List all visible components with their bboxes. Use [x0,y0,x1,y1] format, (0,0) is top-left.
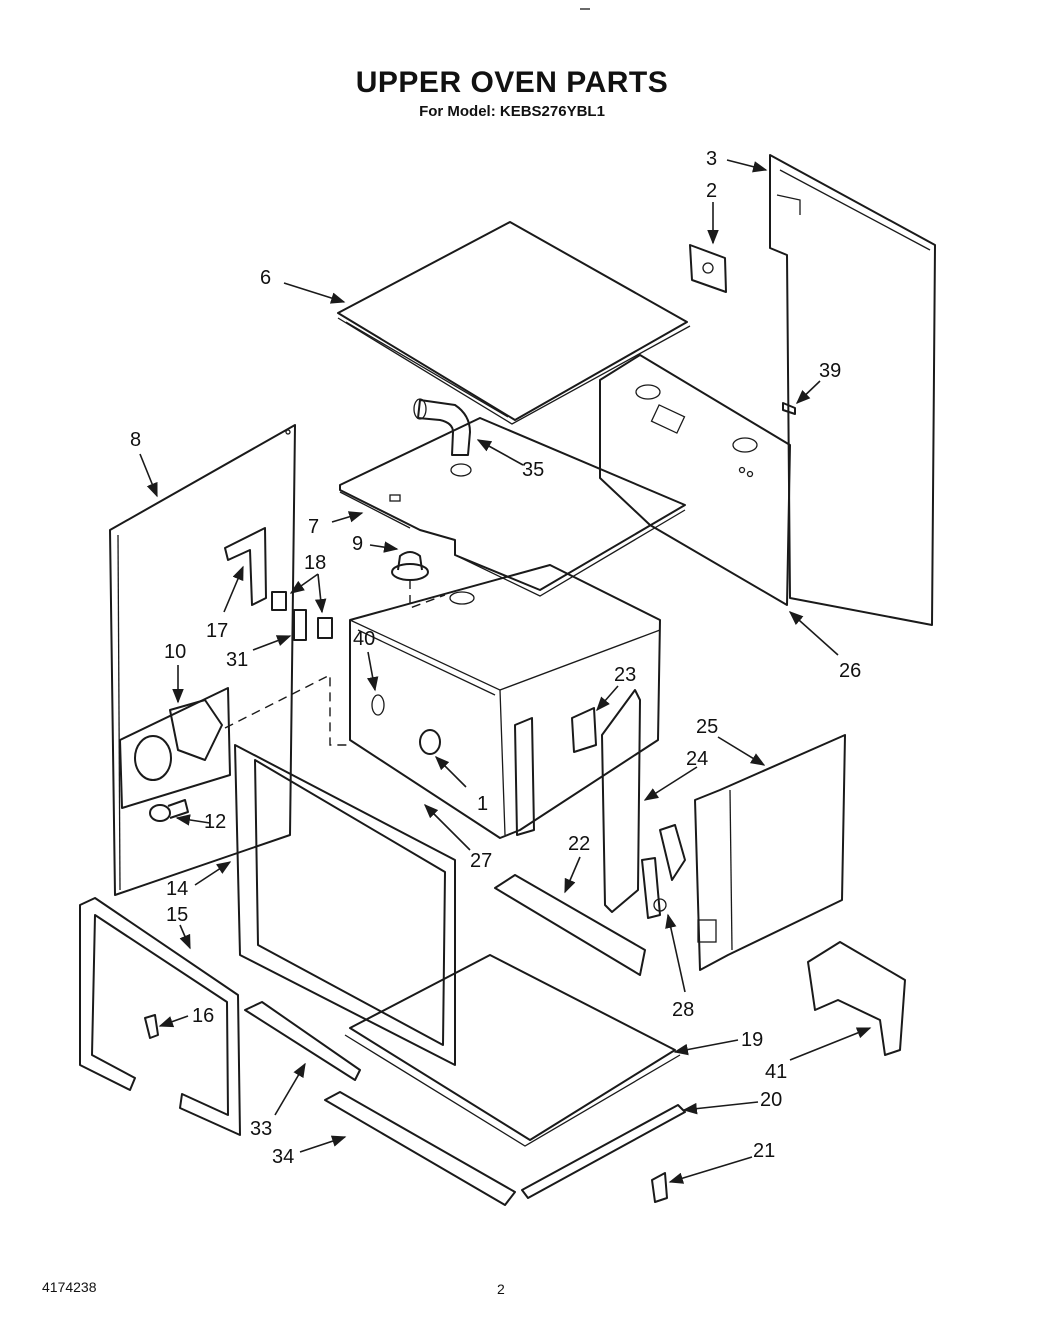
part-23-bracket [571,707,597,753]
part-19-bottom-panel [344,954,681,1147]
sensor-guide-line [409,580,446,610]
part-14-door-frame [234,744,456,1066]
callout-labels: 3 2 6 39 8 35 7 9 18 17 31 40 10 23 26 2… [130,148,861,1168]
callout-26: 26 [839,660,861,682]
callout-16: 16 [192,1005,214,1027]
callout-35: 35 [522,459,544,481]
part-35-vent-tube [413,398,472,477]
callout-22: 22 [568,833,590,855]
callout-1: 1 [477,793,488,815]
callout-7: 7 [308,516,319,538]
part-1-knob [419,729,441,755]
callout-31: 31 [226,649,248,671]
part-8-left-panel [109,424,296,896]
callout-33: 33 [250,1118,272,1140]
callout-3: 3 [706,148,717,170]
callout-9: 9 [352,533,363,555]
callout-19: 19 [741,1029,763,1051]
part-31-switch [293,609,307,641]
light-guide-line [224,673,350,746]
callout-15: 15 [166,904,188,926]
part-15-gasket [79,897,241,1136]
part-26-side-panel [599,354,791,606]
callout-2: 2 [706,180,717,202]
callout-6: 6 [260,267,271,289]
part-25-side-panel [694,734,846,971]
callout-14: 14 [166,878,188,900]
part-21-small-bracket [651,1172,668,1203]
part-10-light-assembly [119,687,231,809]
callout-20: 20 [760,1089,782,1111]
callout-8: 8 [130,429,141,451]
part-39-clip [782,402,796,415]
callout-39: 39 [819,360,841,382]
callout-23: 23 [614,664,636,686]
callout-34: 34 [272,1146,294,1168]
callout-18: 18 [304,552,326,574]
callout-41: 41 [765,1061,787,1083]
callout-24: 24 [686,748,708,770]
callout-21: 21 [753,1140,775,1162]
page-title: UPPER OVEN PARTS [355,66,669,99]
part-12-bulb [149,799,189,822]
part-28-hinge [641,824,686,919]
callout-27: 27 [470,850,492,872]
cavity-side-bracket [514,717,535,836]
part-33-bottom-strip [244,1001,361,1081]
part-16-clip [144,1014,159,1039]
part-41-bracket [807,941,906,1056]
part-6-top-cover [337,221,691,425]
part-24-vertical-bracket [601,689,641,913]
callout-10: 10 [164,641,186,663]
callout-40: 40 [353,628,375,650]
part-2-bracket [689,244,727,293]
part-17-strip [224,527,267,606]
callout-17: 17 [206,620,228,642]
part-20-rail [521,1104,686,1199]
part-34-front-rail [324,1091,516,1206]
model-subtitle: For Model: KEBS276YBL1 [419,103,605,120]
part-18-switch [271,591,333,639]
callout-12: 12 [204,811,226,833]
document-number: 4174238 [42,1279,97,1295]
callout-28: 28 [672,999,694,1021]
page-number: 2 [497,1281,505,1297]
part-7-top-tray [339,417,686,597]
part-27-oven-cavity [349,564,661,839]
leader-lines [139,159,872,1184]
part-22-rail [494,874,646,976]
callout-25: 25 [696,716,718,738]
part-3-rear-panel [769,154,936,626]
